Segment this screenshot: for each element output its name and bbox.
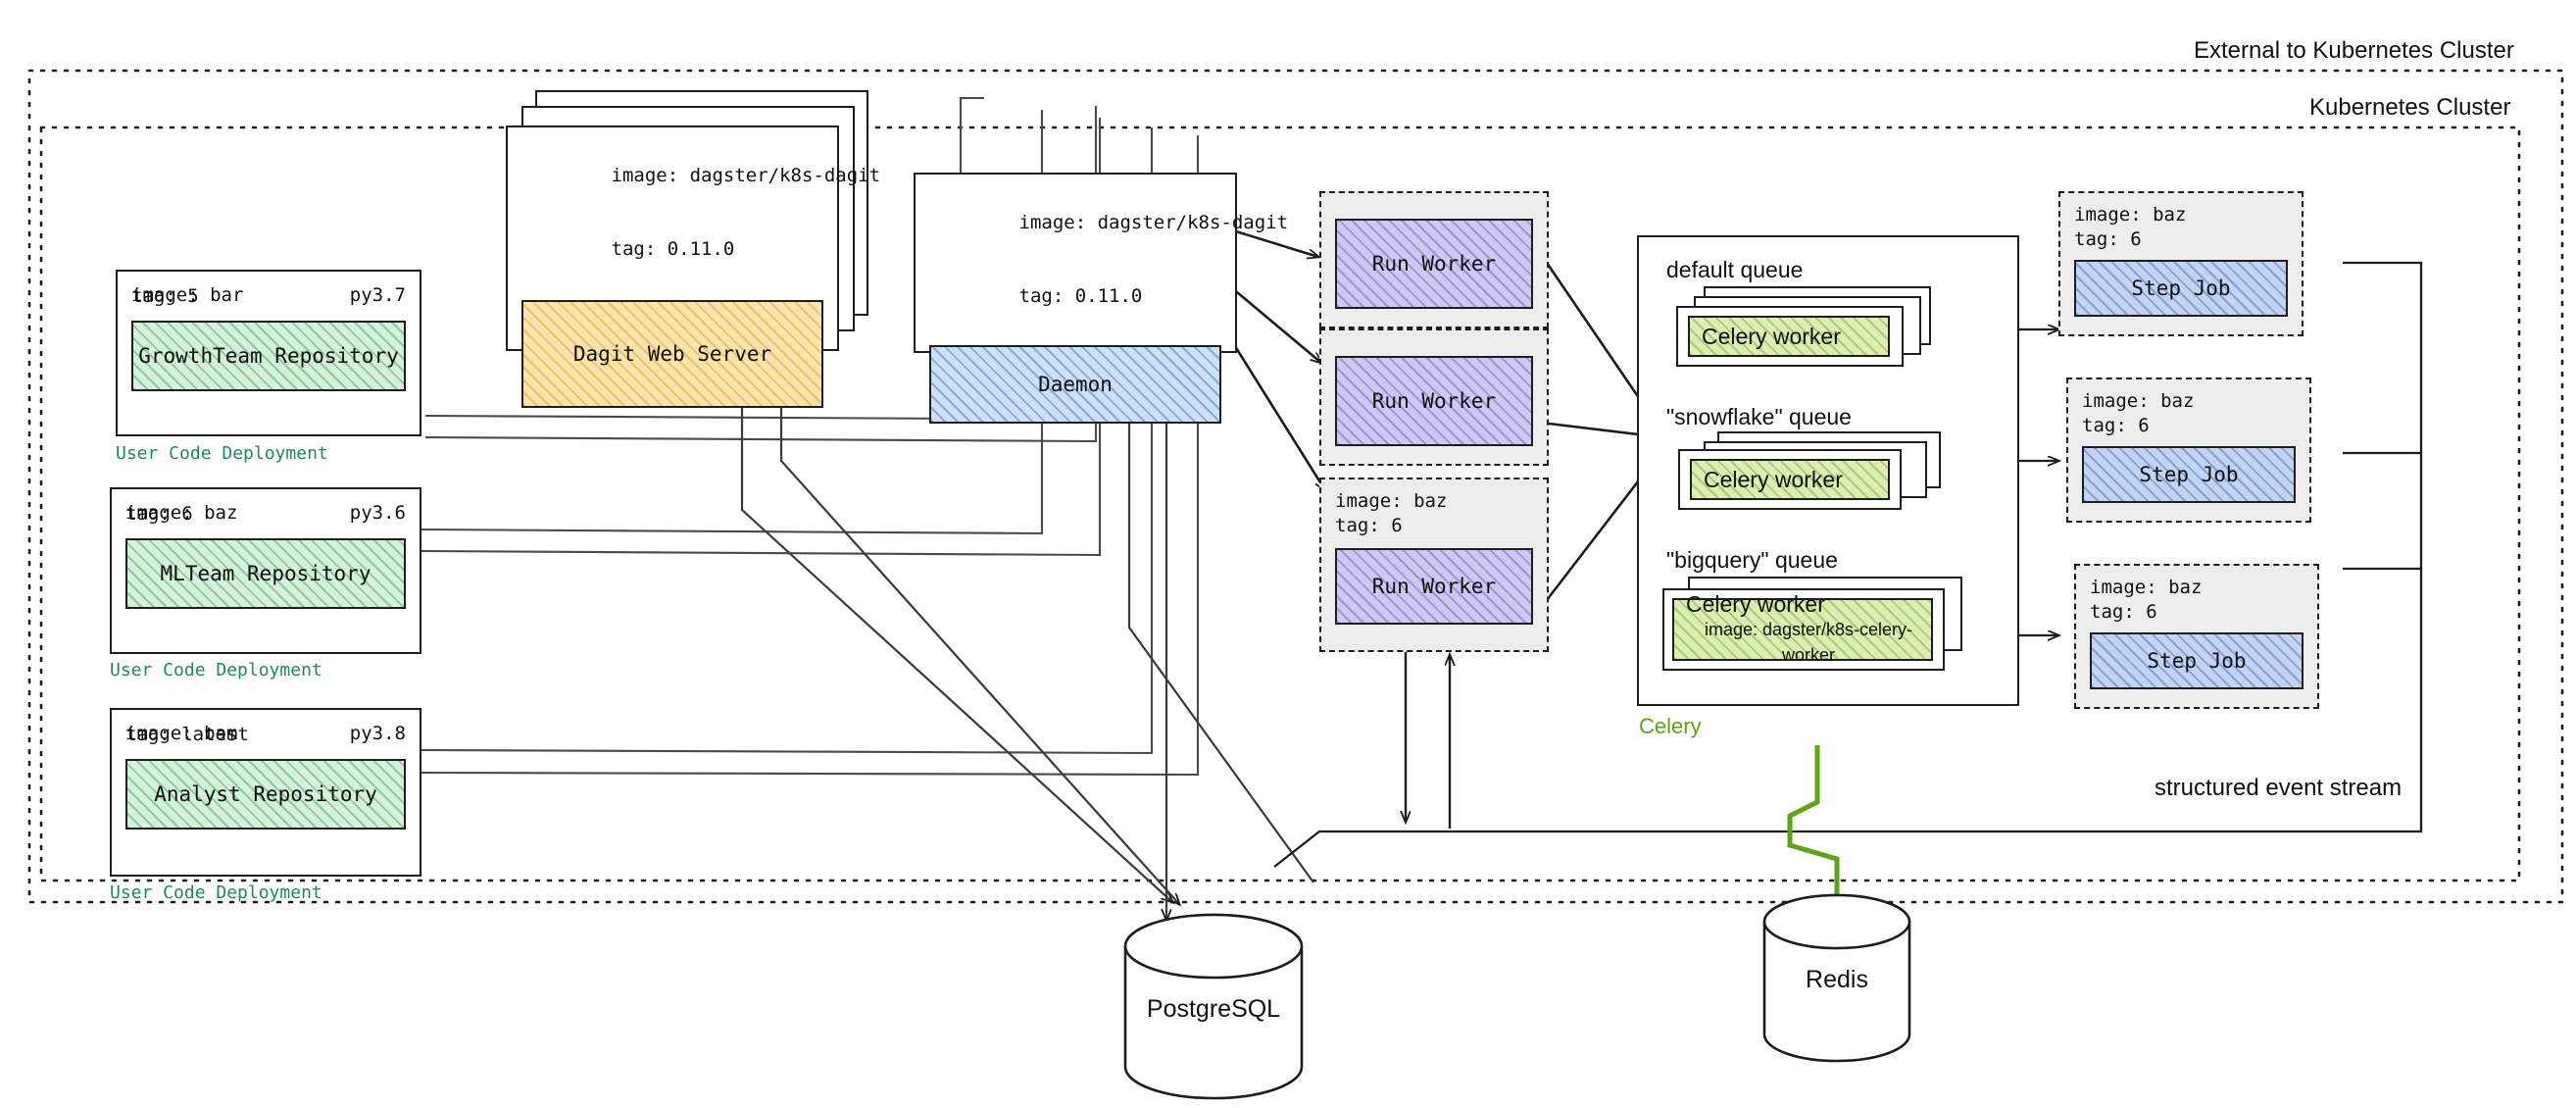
growthteam-repository-process[interactable]: GrowthTeam Repository <box>131 321 406 391</box>
growthteam-repository-label: GrowthTeam Repository <box>138 344 399 368</box>
analyst-repository-label: Analyst Repository <box>154 782 377 806</box>
run-worker-postgres-bidirectional <box>1406 652 1450 829</box>
user-code-deployment-mlteam[interactable]: image: baz py3.6 tag: 6 MLTeam Repositor… <box>110 487 421 654</box>
step-job-label-2: Step Job <box>2139 463 2239 486</box>
celery-caption: Celery <box>1639 714 1702 738</box>
daemon-card[interactable]: image: dagster/k8s-dagit tag: 0.11.0 Dae… <box>914 173 1288 424</box>
daemon-image-label: image: dagster/k8s-dagit <box>1018 212 1289 233</box>
postgresql-cylinder <box>1123 913 1304 1100</box>
analyst-deployment-caption: User Code Deployment <box>110 882 322 903</box>
growthteam-python-version: py3.7 <box>349 284 406 306</box>
dagit-process-label: Dagit Web Server <box>572 342 772 366</box>
structured-event-stream-label: structured event stream <box>2155 775 2403 801</box>
run-worker-pod-2[interactable]: Run Worker <box>1319 328 1549 466</box>
step-job-process-3[interactable]: Step Job <box>2090 632 2304 689</box>
external-boundary <box>27 69 2564 904</box>
bigquery-queue-celery-worker[interactable]: Celery worker image: dagster/k8s-celery-… <box>1672 591 1933 665</box>
redis-label: Redis <box>1806 966 1868 993</box>
user-code-deployment-analyst[interactable]: image: bam py3.8 tag: latest Analyst Rep… <box>110 708 421 877</box>
snowflake-queue-worker-label: Celery worker <box>1704 466 1843 492</box>
analyst-image-label: image: bam <box>125 723 238 744</box>
step-job-pod-3[interactable]: image: baz tag: 6 Step Job <box>2074 564 2319 709</box>
daemon-to-run-workers <box>1221 226 1325 490</box>
step-job-2-tag-label: tag: 6 <box>2082 415 2150 436</box>
bigquery-queue-worker-label: Celery worker <box>1686 591 1825 617</box>
dagit-image-label: image: dagster/k8s-dagit <box>611 165 881 186</box>
mlteam-image-label: image: baz <box>125 502 238 524</box>
mlteam-python-version: py3.6 <box>349 502 406 524</box>
daemon-tag-label: tag: 0.11.0 <box>1018 285 1143 307</box>
step-job-process-1[interactable]: Step Job <box>2074 260 2288 317</box>
mlteam-deployment-caption: User Code Deployment <box>110 660 322 680</box>
postgresql-label: PostgreSQL <box>1146 995 1281 1023</box>
growthteam-tag-label: tag: 5 <box>131 285 199 307</box>
run-worker-label-3: Run Worker <box>1371 575 1497 598</box>
step-job-label-1: Step Job <box>2131 277 2231 300</box>
celery-to-redis <box>1787 745 1843 912</box>
redis-node[interactable]: Redis <box>1764 0 1909 1108</box>
run-worker-process-1[interactable]: Run Worker <box>1335 219 1533 309</box>
step-job-pod-1[interactable]: image: baz tag: 6 Step Job <box>2058 191 2304 336</box>
mlteam-tag-label: tag: 6 <box>125 503 193 525</box>
step-job-label-3: Step Job <box>2147 649 2247 673</box>
step-job-2-image-label: image: baz <box>2082 390 2195 412</box>
snowflake-queue-label: "snowflake" queue <box>1666 404 1852 429</box>
growthteam-image-label: image: bar <box>131 284 244 306</box>
dagit-tag-label: tag: 0.11.0 <box>611 238 735 260</box>
user-code-deployment-growthteam[interactable]: image: bar py3.7 tag: 5 GrowthTeam Repos… <box>116 270 421 436</box>
daemon-process[interactable]: Daemon <box>929 345 1221 424</box>
snowflake-queue-celery-worker[interactable]: Celery worker <box>1690 459 1890 500</box>
step-job-3-image-label: image: baz <box>2090 577 2203 598</box>
step-job-pod-2[interactable]: image: baz tag: 6 Step Job <box>2066 378 2311 523</box>
daemon-process-label: Daemon <box>1038 373 1113 396</box>
bigquery-queue-label: "bigquery" queue <box>1666 547 1838 573</box>
run-worker-process-3[interactable]: Run Worker <box>1335 548 1533 625</box>
run-worker-pod-3[interactable]: image: baz tag: 6 Run Worker <box>1319 478 1549 652</box>
run-worker-label-1: Run Worker <box>1371 252 1497 276</box>
postgresql-node[interactable]: PostgreSQL <box>1125 0 1302 1108</box>
dagit-web-server-card[interactable]: image: dagster/k8s-dagit tag: 0.11.0 Dag… <box>506 126 880 408</box>
default-queue-label: default queue <box>1666 257 1804 282</box>
external-cluster-label: External to Kubernetes Cluster <box>2194 37 2514 64</box>
step-job-process-2[interactable]: Step Job <box>2082 446 2296 503</box>
run-worker-process-2[interactable]: Run Worker <box>1335 356 1533 446</box>
run-worker-3-tag-label: tag: 6 <box>1335 515 1403 536</box>
default-queue-worker-label: Celery worker <box>1702 323 1841 349</box>
analyst-repository-process[interactable]: Analyst Repository <box>125 759 406 830</box>
redis-cylinder <box>1762 893 1911 1063</box>
run-worker-label-2: Run Worker <box>1371 389 1497 413</box>
mlteam-repository-label: MLTeam Repository <box>160 562 372 585</box>
default-queue-celery-worker[interactable]: Celery worker <box>1688 316 1890 357</box>
analyst-tag-label: tag: latest <box>125 724 249 745</box>
growthteam-deployment-caption: User Code Deployment <box>116 443 328 464</box>
run-worker-3-image-label: image: baz <box>1335 490 1448 512</box>
kubernetes-cluster-label: Kubernetes Cluster <box>2309 94 2511 121</box>
step-job-1-tag-label: tag: 6 <box>2074 228 2142 250</box>
run-worker-pod-1[interactable]: Run Worker <box>1319 191 1549 328</box>
bigquery-queue-worker-image: image: dagster/k8s-celery-worker <box>1704 620 1913 665</box>
mlteam-repository-process[interactable]: MLTeam Repository <box>125 538 406 609</box>
step-job-3-tag-label: tag: 6 <box>2090 601 2157 623</box>
dagit-web-server-process[interactable]: Dagit Web Server <box>521 300 823 408</box>
step-job-1-image-label: image: baz <box>2074 204 2187 226</box>
analyst-python-version: py3.8 <box>349 723 406 744</box>
step-jobs-event-stream-bus <box>1273 261 2423 868</box>
